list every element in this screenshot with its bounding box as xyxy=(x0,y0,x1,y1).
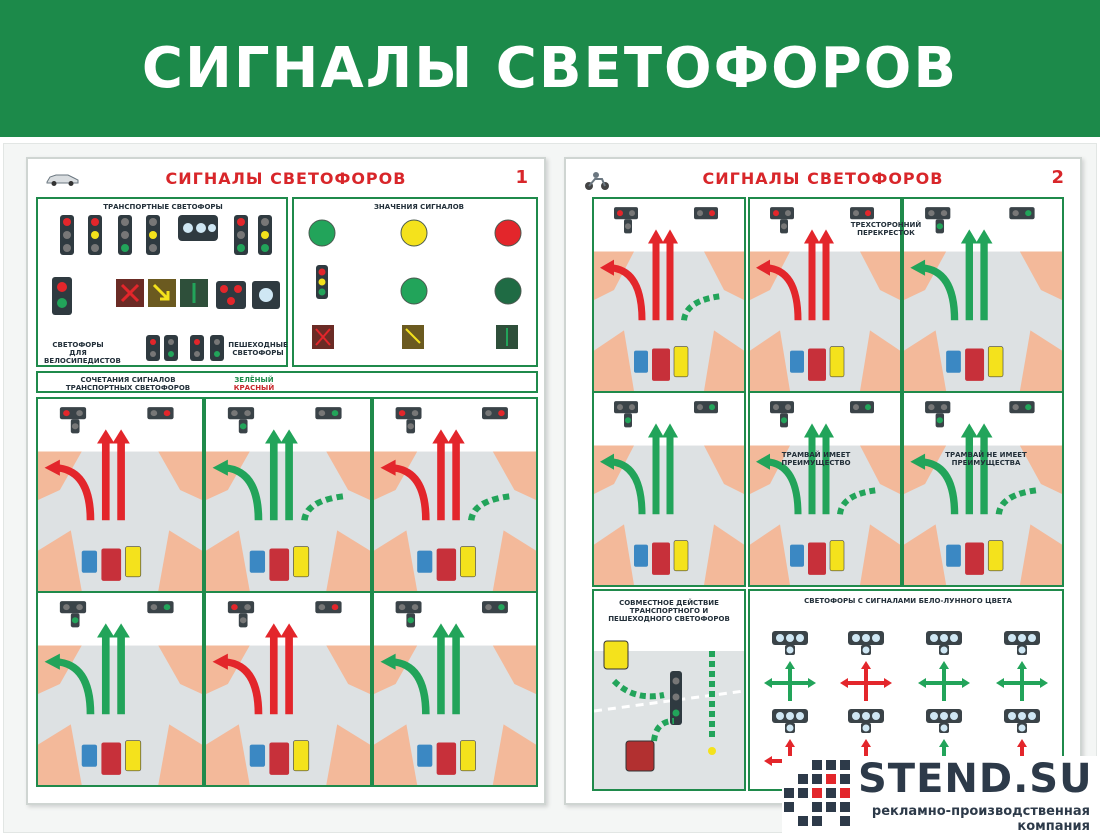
logo-tagline: рекламно-производственная компания xyxy=(872,804,1090,834)
poster-2-footer xyxy=(578,792,579,797)
car-icon xyxy=(46,174,79,186)
poster-1-title-row: СИГНАЛЫ СВЕТОФОРОВ 1 xyxy=(34,167,538,193)
joint-action-panel: СОВМЕСТНОЕ ДЕЙСТВИЕ ТРАНСПОРТНОГО И ПЕШЕ… xyxy=(592,589,746,791)
intersection-illustration xyxy=(904,393,1062,585)
tram-no-priority-caption: ТРАМВАЙ НЕ ИМЕЕТ ПРЕИМУЩЕСТВА xyxy=(945,451,1027,467)
motorcycle-icon xyxy=(585,172,609,190)
page-header: СИГНАЛЫ СВЕТОФОРОВ xyxy=(0,0,1100,137)
intersection-cell xyxy=(748,391,902,587)
transport-lights-caption: ТРАНСПОРТНЫЕ СВЕТОФОРЫ xyxy=(103,203,223,211)
logo-tagline-line-1: рекламно-производственная xyxy=(871,804,1090,819)
intersection-cell xyxy=(204,397,372,593)
logo-tagline-line-2: компания xyxy=(1017,819,1090,834)
poster-1-footer xyxy=(40,792,41,797)
lunar-signals-caption: СВЕТОФОРЫ С СИГНАЛАМИ БЕЛО-ЛУННОГО ЦВЕТА xyxy=(804,597,1012,605)
intersection-illustration xyxy=(206,593,370,785)
transport-lights-illustration xyxy=(52,215,280,361)
intersection-illustration xyxy=(38,399,202,591)
intersection-cell xyxy=(748,197,902,393)
intersection-illustration xyxy=(374,593,536,785)
intersection-illustration xyxy=(594,199,744,391)
poster-1-title: СИГНАЛЫ СВЕТОФОРОВ xyxy=(165,169,407,188)
intersection-cell xyxy=(204,591,372,787)
stand-board: СИГНАЛЫ СВЕТОФОРОВ 1 ТРАНСПОРТНЫЕ СВЕТОФ… xyxy=(3,143,1097,833)
poster-2-number: 2 xyxy=(1051,167,1064,188)
intersection-illustration xyxy=(38,593,202,785)
intersection-illustration xyxy=(904,199,1062,391)
logo-brand: STEND.SU xyxy=(858,756,1093,802)
intersection-illustration xyxy=(594,393,744,585)
intersection-cell xyxy=(36,591,204,787)
pedestrian-lights-caption: ПЕШЕХОДНЫЕ СВЕТОФОРЫ xyxy=(228,341,288,357)
joint-action-caption: СОВМЕСТНОЕ ДЕЙСТВИЕ ТРАНСПОРТНОГО И ПЕШЕ… xyxy=(608,599,730,623)
stend-logo: STEND.SU рекламно-производственная компа… xyxy=(782,756,1100,838)
page-title: СИГНАЛЫ СВЕТОФОРОВ xyxy=(141,36,959,101)
three-way-caption: ТРЕХСТОРОННИЙ ПЕРЕКРЕСТОК xyxy=(850,221,922,237)
poster-1-number: 1 xyxy=(515,167,528,188)
poster-2-title: СИГНАЛЫ СВЕТОФОРОВ xyxy=(702,169,944,188)
bike-lights-caption: СВЕТОФОРЫ ДЛЯ ВЕЛОСИПЕДИСТОВ xyxy=(44,341,121,365)
intersection-cell xyxy=(902,391,1064,587)
intersection-illustration xyxy=(206,399,370,591)
intersection-cell xyxy=(36,397,204,593)
transport-lights-panel: ТРАНСПОРТНЫЕ СВЕТОФОРЫ xyxy=(36,197,288,367)
combinations-strip: СОЧЕТАНИЯ СИГНАЛОВ ТРАНСПОРТНЫХ СВЕТОФОР… xyxy=(36,371,538,393)
logo-grid-icon xyxy=(784,760,850,826)
intersection-illustration xyxy=(750,199,900,391)
intersection-cell xyxy=(592,391,746,587)
poster-1: СИГНАЛЫ СВЕТОФОРОВ 1 ТРАНСПОРТНЫЕ СВЕТОФ… xyxy=(26,157,546,805)
intersection-cell xyxy=(592,197,746,393)
signal-meanings-panel: ЗНАЧЕНИЯ СИГНАЛОВ xyxy=(292,197,538,367)
intersection-cell xyxy=(902,197,1064,393)
intersection-cell xyxy=(372,591,538,787)
intersection-illustration xyxy=(374,399,536,591)
poster-2-title-row: СИГНАЛЫ СВЕТОФОРОВ 2 xyxy=(572,167,1074,193)
joint-action-illustration xyxy=(594,640,744,789)
tram-priority-caption: ТРАМВАЙ ИМЕЕТ ПРЕИМУЩЕСТВО xyxy=(781,451,851,467)
poster-2: СИГНАЛЫ СВЕТОФОРОВ 2 ТРЕХСТОРОННИЙ ПЕРЕК… xyxy=(564,157,1082,805)
signal-meanings-illustration xyxy=(308,219,522,349)
intersection-cell xyxy=(372,397,538,593)
intersection-illustration xyxy=(750,393,900,585)
signal-meanings-caption: ЗНАЧЕНИЯ СИГНАЛОВ xyxy=(373,203,465,211)
allowed-caption: ЗЕЛЁНЫЙ xyxy=(234,376,274,384)
combinations-caption: СОЧЕТАНИЯ СИГНАЛОВ ТРАНСПОРТНЫХ СВЕТОФОР… xyxy=(65,376,191,392)
prohibited-caption: КРАСНЫЙ xyxy=(233,384,275,392)
